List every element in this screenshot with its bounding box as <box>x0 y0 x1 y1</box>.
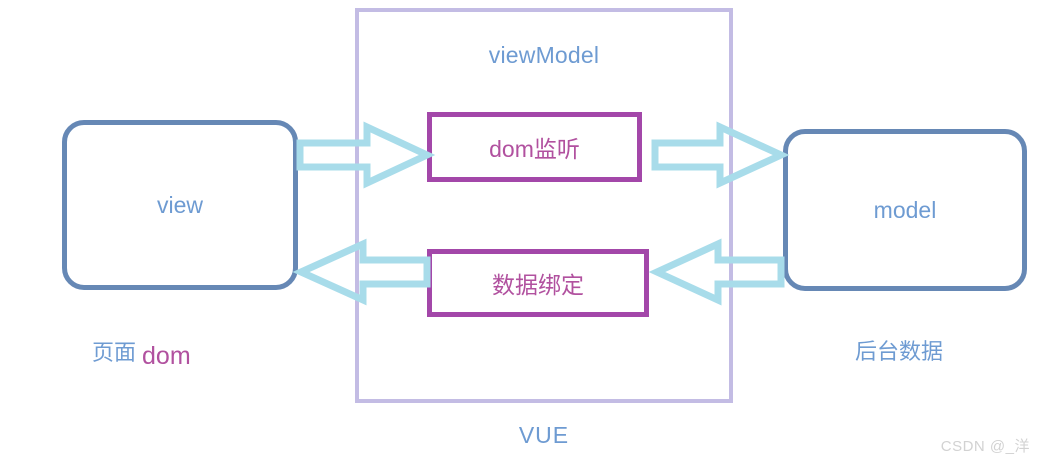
node-data-binding-label: 数据绑定 <box>492 272 584 298</box>
caption-model: 后台数据 <box>855 339 944 364</box>
node-dom-listen-label: dom监听 <box>489 136 580 162</box>
node-dom-listen[interactable]: dom监听 <box>427 112 642 182</box>
viewmodel-container <box>355 8 733 403</box>
node-data-binding[interactable]: 数据绑定 <box>427 249 649 317</box>
caption-view-en: dom <box>142 342 191 370</box>
node-view[interactable]: view <box>62 120 298 290</box>
caption-view-cn: 页面 <box>92 340 137 365</box>
node-view-label: view <box>156 191 203 218</box>
caption-vue: VUE <box>518 422 570 448</box>
csdn-watermark: CSDN @_洋 <box>940 438 1030 455</box>
node-model[interactable]: model <box>783 129 1027 291</box>
viewmodel-title: viewModel <box>488 42 600 68</box>
node-model-label: model <box>873 196 937 223</box>
